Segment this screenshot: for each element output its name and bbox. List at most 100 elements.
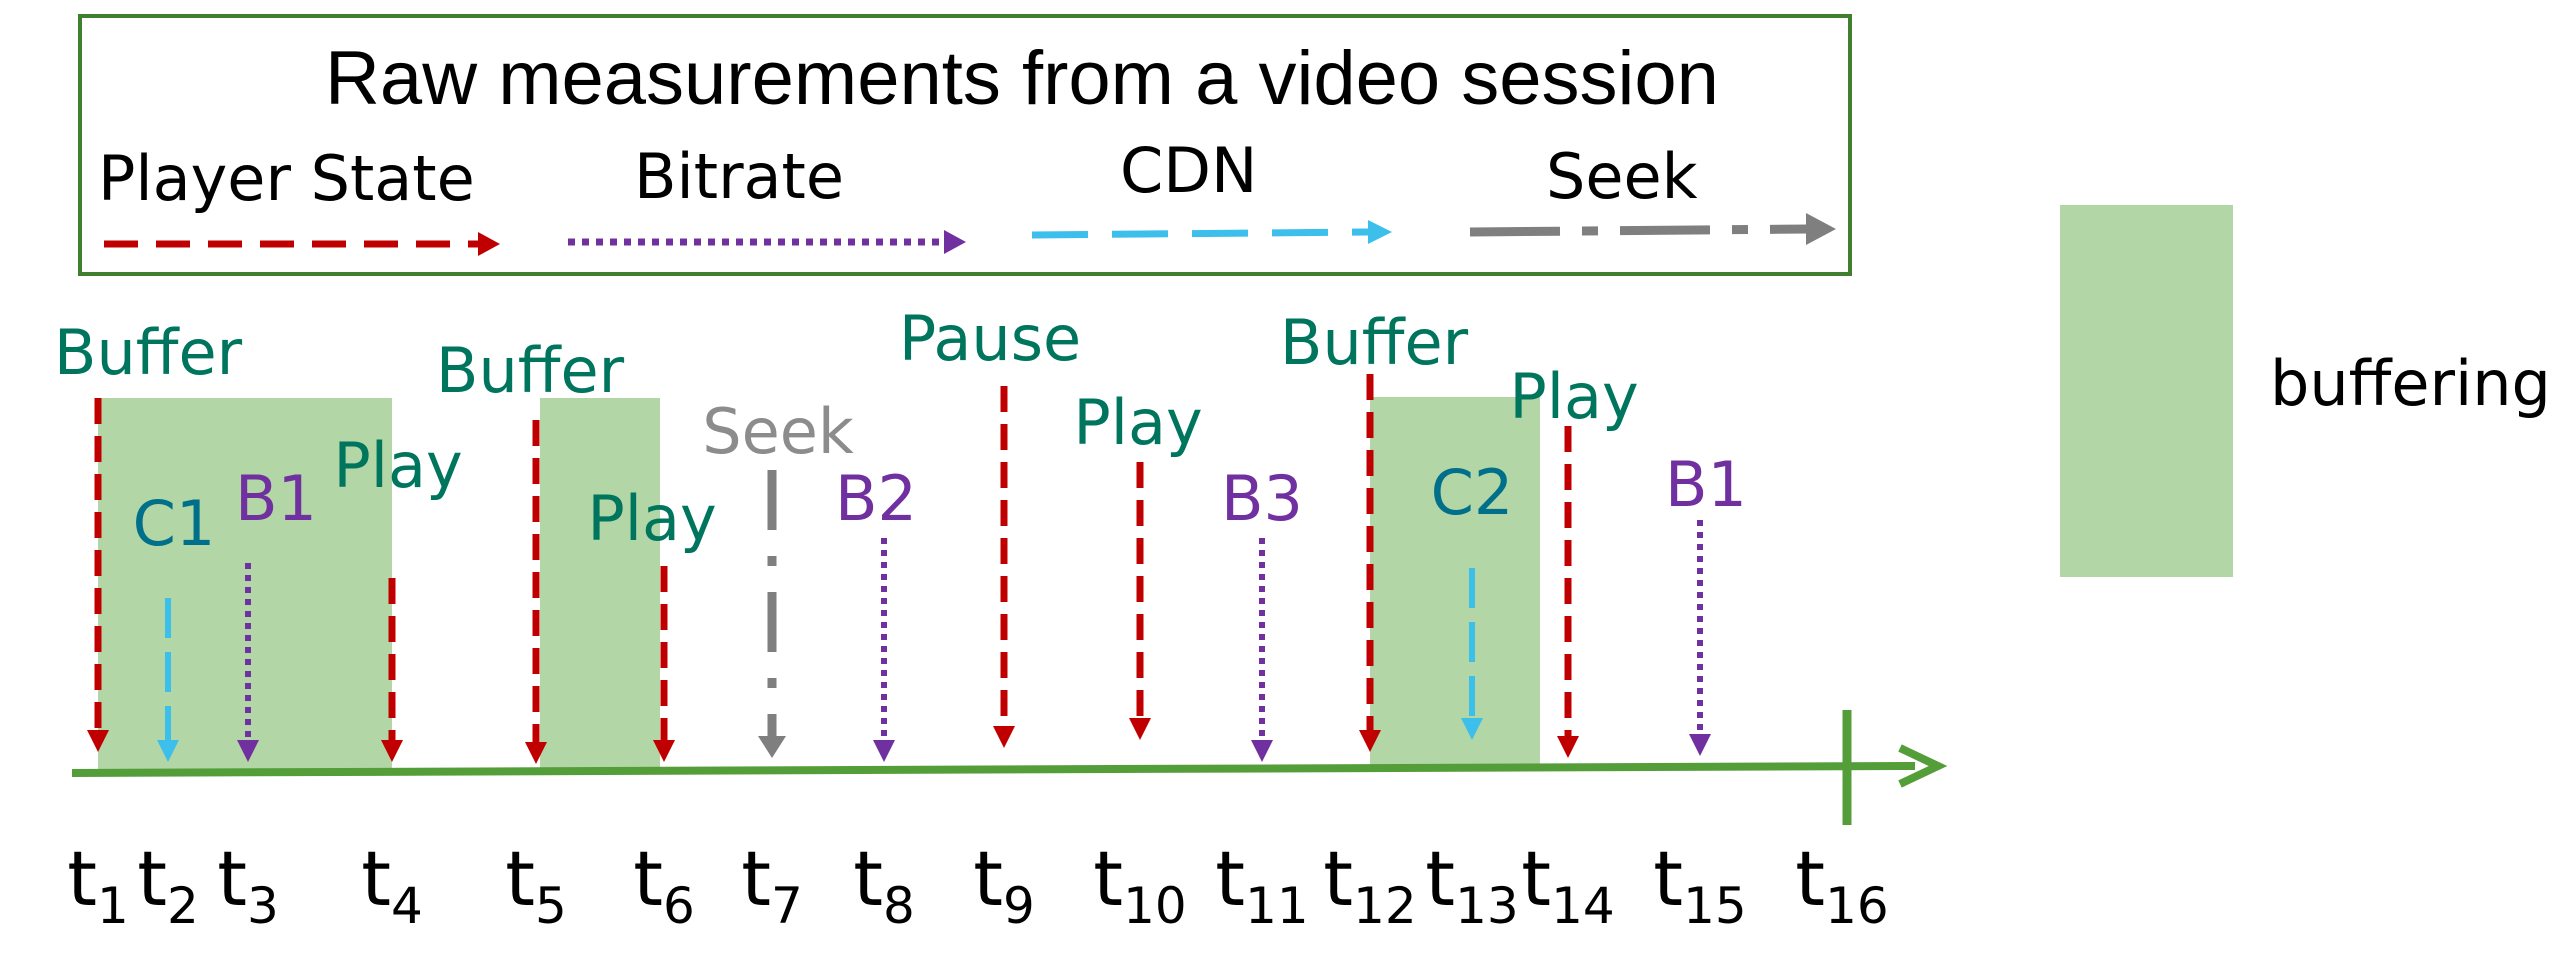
legend-box [78,14,1852,276]
event-player-state: Play [333,429,463,762]
tick-label: t2 [137,834,199,935]
legend: Raw measurements from a video session Pl… [78,14,1852,276]
tick-label: t3 [217,834,279,935]
tick-label-subscript: 12 [1353,877,1417,935]
event-arrowhead [381,740,403,762]
tick-label-base: t [741,834,771,923]
event-arrowhead [873,740,895,762]
tick-label: t7 [741,834,803,935]
tick-label-base: t [1653,834,1683,923]
event-arrowhead [758,736,786,758]
event-label: C2 [1431,456,1514,529]
tick-label-base: t [1323,834,1353,923]
dash-dot-arrow-icon [1469,213,1836,245]
timeline-axis [71,710,1948,825]
long-dash-arrow-icon [1031,220,1392,244]
event-label: Buffer [54,316,243,389]
event-arrowhead [157,740,179,762]
legend-label-seek: Seek [1546,140,1698,213]
tick-label-base: t [1425,834,1455,923]
event-arrowhead [993,726,1015,748]
timeline-arrowhead [1898,744,1948,788]
event-player-state: Buffer [436,334,625,764]
event-label: B1 [235,462,317,535]
event-bitrate: B3 [1221,462,1303,762]
event-cdn: C1 [133,487,216,762]
event-cdn: C2 [1431,456,1514,740]
tick-label: t12 [1323,834,1416,935]
event-label: B2 [835,462,917,535]
tick-label: t11 [1215,834,1308,935]
tick-label: t5 [505,834,567,935]
event-arrowhead [87,730,109,752]
event-label: Pause [899,302,1081,375]
legend-label-bitrate: Bitrate [634,140,844,213]
tick-label-base: t [1521,834,1551,923]
event-label: Play [1073,386,1202,459]
tick-label-base: t [973,834,1003,923]
tick-label-base: t [633,834,663,923]
legend-label-player-state: Player State [98,142,475,215]
event-arrowhead [237,740,259,762]
tick-label-subscript: 7 [771,877,803,935]
event-label: Play [587,482,716,555]
timeline-line [71,762,1916,777]
tick-label-subscript: 4 [391,877,423,935]
event-label: C1 [133,487,216,560]
buffering-swatch [2060,205,2233,577]
tick-label-base: t [361,834,391,923]
buffering-regions [98,397,1540,773]
event-label: Play [1509,360,1638,433]
tick-label-subscript: 6 [663,877,695,935]
tick-label: t1 [67,834,129,935]
event-label: Play [333,429,462,502]
event-bitrate: B1 [235,462,317,762]
tick-label-subscript: 1 [97,877,129,935]
event-player-state: Play [1509,360,1639,758]
tick-label: t9 [973,834,1035,935]
event-label: Buffer [436,334,625,407]
tick-label-subscript: 3 [247,877,279,935]
tick-label-base: t [505,834,535,923]
tick-label-base: t [1795,834,1825,923]
event-arrowhead [1129,718,1151,740]
tick-label-subscript: 15 [1683,877,1747,935]
tick-label-base: t [853,834,883,923]
tick-label-subscript: 10 [1123,877,1187,935]
event-arrowhead [1359,730,1381,752]
dotted-arrow-icon [568,230,966,254]
tick-label: t13 [1425,834,1518,935]
event-player-state: Pause [899,302,1081,748]
tick-label: t4 [361,834,423,935]
buffering-region [1370,397,1540,768]
tick-label-subscript: 9 [1003,877,1035,935]
tick-label-subscript: 2 [167,877,199,935]
tick-label: t6 [633,834,695,935]
tick-label-subscript: 14 [1551,877,1615,935]
buffering-label: buffering [2270,347,2551,420]
event-arrowhead [1251,740,1273,762]
event-player-state: Buffer [54,316,243,752]
tick-label: t14 [1521,834,1614,935]
tick-label: t10 [1093,834,1186,935]
tick-label: t15 [1653,834,1746,935]
tick-label-subscript: 5 [535,877,567,935]
tick-label-subscript: 11 [1245,877,1309,935]
event-player-state: Play [1073,386,1203,740]
event-arrowhead [525,742,547,764]
tick-label-base: t [1093,834,1123,923]
tick-label-subscript: 13 [1455,877,1519,935]
tick-label-subscript: 8 [883,877,915,935]
event-label: B1 [1665,448,1747,521]
tick-label-base: t [137,834,167,923]
event-label: Seek [702,395,854,468]
event-arrowhead [1557,736,1579,758]
event-arrowhead [653,740,675,762]
tick-label-subscript: 16 [1825,877,1889,935]
event-arrowhead [1461,718,1483,740]
event-label: B3 [1221,462,1303,535]
tick-label: t8 [853,834,915,935]
tick-label-base: t [67,834,97,923]
